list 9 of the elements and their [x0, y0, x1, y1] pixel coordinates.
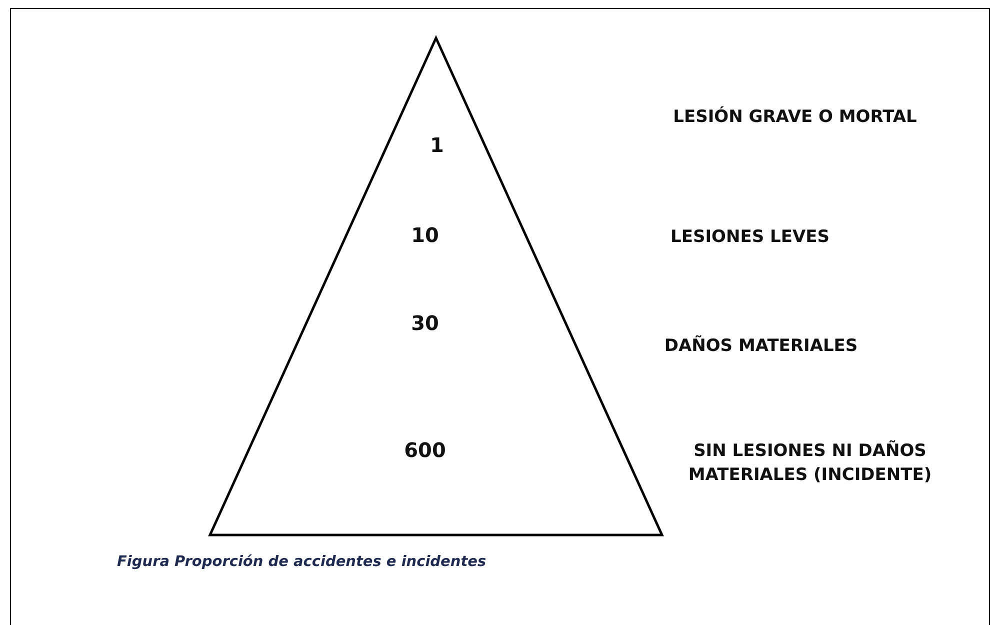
level-label: DAÑOS MATERIALES — [663, 335, 859, 358]
level-label: LESIÓN GRAVE O MORTAL — [672, 106, 918, 129]
level-label: SIN LESIONES NI DAÑOS MATERIALES (INCIDENTE) — [687, 440, 933, 487]
count-number: 10 — [411, 223, 439, 247]
count-number: 30 — [411, 311, 439, 335]
level-label: LESIONES LEVES — [670, 226, 830, 249]
count-number: 1 — [430, 133, 444, 157]
count-number: 600 — [404, 438, 446, 462]
figure-caption: Figura Proporción de accidentes e incidentes — [117, 554, 486, 570]
